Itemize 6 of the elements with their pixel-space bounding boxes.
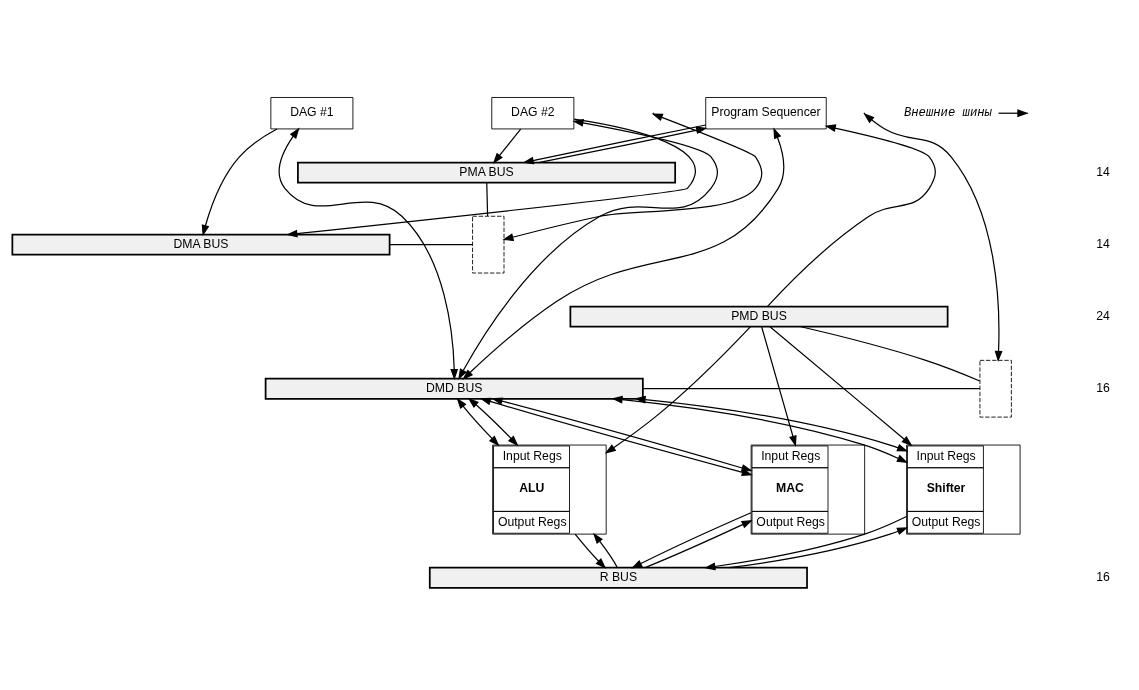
label: 16 [1096,380,1110,395]
label: 14 [1096,236,1110,251]
label: 16 [1096,569,1110,584]
label: 14 [1096,164,1110,179]
node-text: Внешние шины [903,105,992,120]
label: 24 [1096,308,1110,323]
